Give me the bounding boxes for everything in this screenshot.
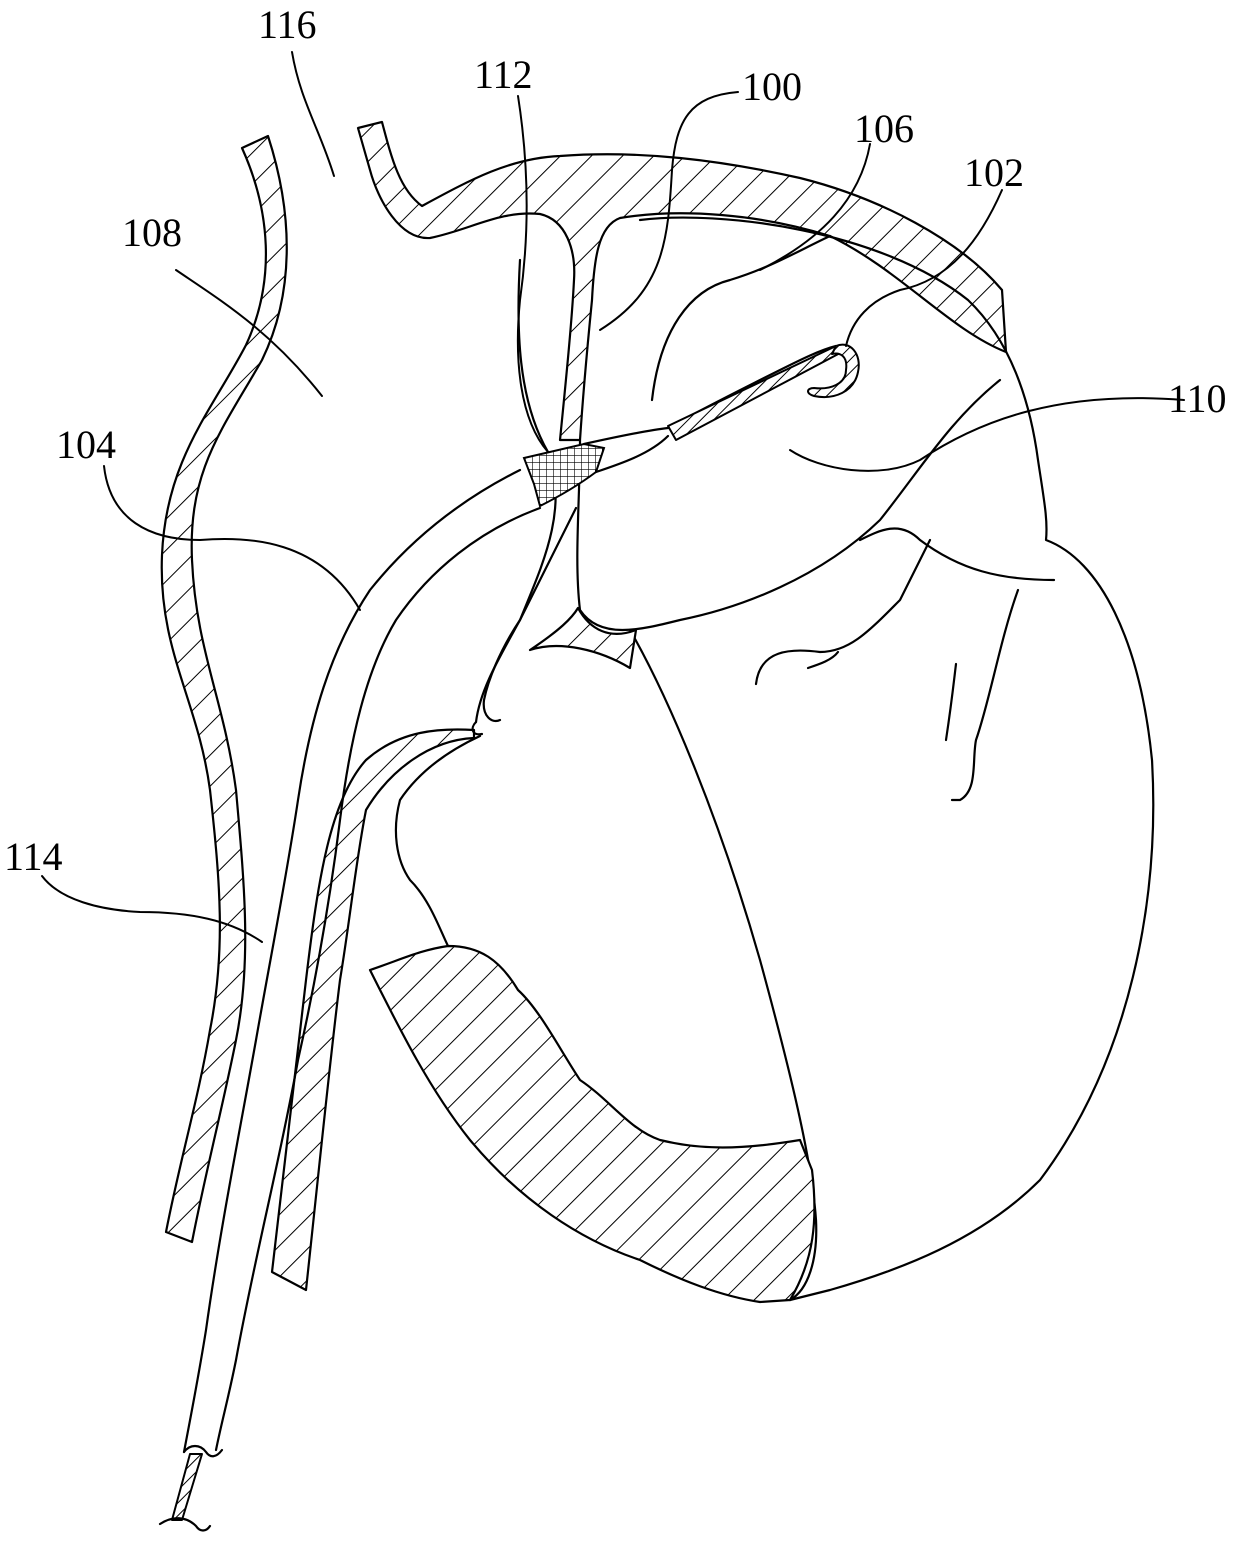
label-104: 104 — [56, 422, 116, 467]
papillary-inner-3 — [952, 590, 1018, 800]
label-114: 114 — [4, 834, 63, 879]
papillary-inner-1 — [756, 540, 930, 684]
delivery-tube-lower — [596, 436, 668, 472]
left-chamber-contour — [652, 236, 830, 400]
label-100: 100 — [742, 64, 802, 109]
septum-upper-wall — [530, 608, 636, 668]
guidewire-tail — [160, 1518, 210, 1530]
label-116: 116 — [258, 2, 317, 47]
heart-outline — [640, 218, 1153, 1300]
papillary-contour — [860, 528, 1054, 580]
septum-nub — [473, 722, 482, 734]
label-106: 106 — [854, 106, 914, 151]
septum-lower-line — [484, 508, 576, 721]
leader-104 — [104, 466, 360, 610]
label-112: 112 — [474, 52, 533, 97]
label-108: 108 — [122, 210, 182, 255]
ventricle-lower-wall — [370, 946, 814, 1302]
label-110: 110 — [1168, 376, 1227, 421]
atrial-upper-wall — [358, 122, 1006, 440]
papillary-inner-4 — [946, 664, 956, 740]
valve-contour — [577, 380, 1000, 630]
occluder-mesh — [524, 444, 604, 506]
guidewire — [172, 1454, 202, 1520]
ventricle-cavity-contour — [396, 736, 480, 946]
papillary-inner-2 — [808, 652, 838, 668]
leader-110 — [790, 398, 1184, 471]
label-102: 102 — [964, 150, 1024, 195]
delivery-tube — [584, 346, 836, 444]
leader-116 — [292, 52, 334, 176]
leader-112 — [518, 96, 548, 452]
vena-cava-left-wall — [162, 136, 287, 1242]
